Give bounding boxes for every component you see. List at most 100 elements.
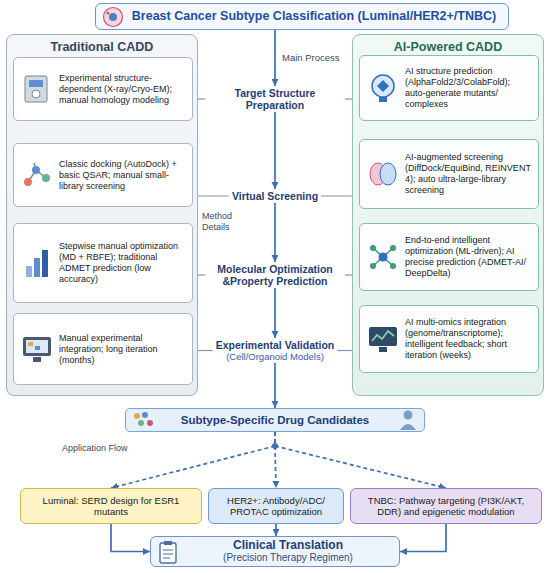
monitor-icon	[20, 332, 54, 366]
icon-part	[163, 550, 173, 558]
application-box: HER2+: Antibody/ADC/ PROTAC optimization	[208, 488, 344, 524]
brain-icon	[366, 157, 400, 191]
connector	[275, 524, 277, 536]
node-text: Classic docking (AutoDock) + basic QSAR;…	[59, 159, 187, 192]
icon-part	[42, 174, 50, 182]
icon-part	[24, 178, 32, 186]
step-label: Target Structure Preparation	[205, 86, 345, 112]
node-text: AI multi-omics integration (genome/trans…	[405, 317, 533, 361]
node-text: HER2+: Antibody/ADC/ PROTAC optimization	[215, 495, 337, 518]
icon-part	[25, 76, 47, 102]
icon-part	[26, 340, 48, 353]
node-text: Clinical Translation	[187, 539, 389, 552]
icon-part	[164, 541, 172, 545]
connector	[193, 195, 229, 196]
icon-part	[33, 357, 41, 362]
icon-part	[35, 346, 40, 350]
node-text: Breast Cancer Subtype Classification (Lu…	[132, 9, 496, 24]
icon-part	[23, 337, 51, 356]
node-text: Target Structure Preparation	[208, 87, 342, 111]
node-text: Luminal: SERD design for ESR1 mutants	[27, 495, 195, 518]
node-text: Virtual Screening	[232, 190, 318, 202]
process-box: End-to-end intelligent optimization (ML-…	[359, 223, 539, 291]
free-label: Method Details	[202, 211, 242, 232]
icon-part	[160, 543, 176, 563]
person-icon	[398, 409, 418, 431]
outcome-box: Clinical Translation(Precision Therapy R…	[150, 536, 400, 567]
icon-part	[26, 266, 32, 277]
connector	[111, 432, 275, 488]
icon-part	[147, 420, 153, 426]
molecule-icon	[20, 158, 54, 192]
bars-icon	[20, 246, 54, 280]
result-box: Subtype-Specific Drug Candidates	[125, 408, 425, 432]
node-text: Manual experimental integration; long it…	[59, 333, 187, 366]
process-box: AI multi-omics integration (genome/trans…	[359, 305, 539, 373]
connector	[274, 30, 276, 86]
icon-part	[372, 331, 394, 341]
icon-part	[103, 7, 122, 26]
connector	[274, 363, 276, 408]
icon-part	[380, 163, 396, 185]
connector	[274, 288, 276, 338]
connector	[275, 432, 446, 488]
title-box: Breast Cancer Subtype Classification (Lu…	[95, 3, 509, 30]
free-label: Application Flow	[62, 443, 128, 454]
node-text: Experimental structure-dependent (X-ray/…	[59, 73, 187, 106]
connector	[111, 524, 150, 552]
pills-icon	[132, 410, 156, 430]
process-box: Manual experimental integration; long it…	[13, 313, 193, 385]
node-text: AI-Powered CADD	[353, 40, 543, 55]
node-text: Subtype-Specific Drug Candidates	[158, 413, 392, 427]
step-label: Molecular Optimization &Property Predict…	[205, 262, 345, 288]
node-text: AI-augmented screening (DiffDock/EquiBin…	[405, 152, 533, 196]
node-text: TNBC: Pathway targeting (PI3K/AKT, DDR) …	[357, 495, 535, 518]
ai-head-icon	[366, 71, 400, 105]
node-text: (Cell/Organoid Models)	[216, 351, 334, 362]
icon-part	[379, 97, 387, 102]
process-box: Classic docking (AutoDock) + basic QSAR;…	[13, 143, 193, 207]
process-box: AI structure prediction (AlphaFold2/3/Co…	[359, 55, 539, 121]
clipboard-icon	[157, 540, 179, 564]
process-box: Stepwise manual optimization (MD + RBFE)…	[13, 223, 193, 303]
method-panel: Traditional CADD Experimental structure-d…	[6, 34, 198, 396]
method-panel: AI-Powered CADD AI structure prediction (…	[352, 34, 544, 396]
icon-part	[400, 424, 416, 430]
icon-part	[142, 412, 148, 418]
icon-part	[404, 411, 413, 420]
icon-part	[390, 245, 396, 251]
node-text: Molecular Optimization &Property Predict…	[208, 263, 342, 287]
icon-part	[134, 413, 140, 419]
icon-part	[377, 80, 389, 92]
icon-part	[32, 166, 40, 174]
node-text: (Precision Therapy Regimen)	[187, 552, 389, 564]
application-box: TNBC: Pathway targeting (PI3K/AKT, DDR) …	[350, 488, 542, 524]
icon-part	[372, 75, 394, 97]
instrument-icon	[20, 72, 54, 106]
process-box: AI-augmented screening (DiffDock/EquiBin…	[359, 139, 539, 209]
icon-part	[42, 250, 48, 277]
connector	[274, 203, 276, 262]
icon-part	[28, 342, 33, 346]
icon-part	[370, 245, 376, 251]
node-text: End-to-end intelligent optimization (ML-…	[405, 235, 533, 279]
cell-icon	[102, 6, 124, 28]
icon-part	[106, 11, 109, 14]
node-text: AI structure prediction (AlphaFold2/3/Co…	[405, 66, 533, 110]
icon-part	[34, 258, 40, 277]
icon-part	[379, 253, 388, 262]
icon-part	[370, 263, 376, 269]
icon-part	[138, 420, 144, 426]
node-text: Traditional CADD	[7, 40, 197, 55]
icon-part	[29, 80, 43, 87]
icon-part	[373, 248, 393, 266]
network-icon	[366, 240, 400, 274]
omics-monitor-icon	[366, 322, 400, 356]
node-text: Stepwise manual optimization (MD + RBFE)…	[59, 241, 187, 285]
connector	[274, 112, 276, 189]
icon-part	[390, 263, 396, 269]
icon-part	[379, 347, 387, 352]
icon-part	[32, 90, 40, 98]
node-text: Experimental Validation	[216, 339, 334, 351]
